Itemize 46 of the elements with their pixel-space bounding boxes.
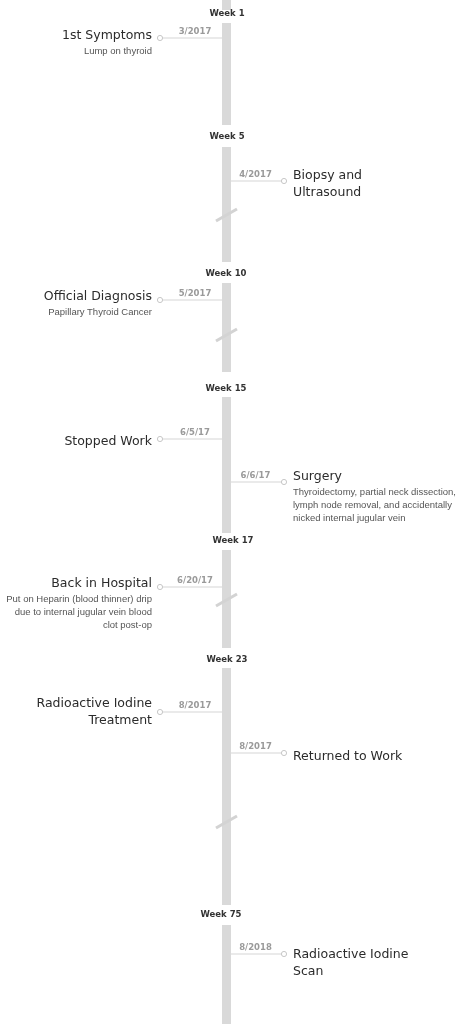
week-label: Week 15: [205, 383, 247, 393]
week-label: Week 5: [209, 131, 245, 141]
timeline-bar-segment: [222, 668, 231, 905]
event-description: Papillary Thyroid Cancer: [47, 305, 152, 318]
event-title: Back in Hospital: [51, 574, 152, 591]
timeline-bar-segment: [222, 925, 231, 1024]
edge-label: 8/2017: [177, 700, 213, 711]
week-label: Week 17: [212, 535, 254, 545]
event-title: Official Diagnosis: [43, 287, 152, 304]
connector-line: [156, 583, 223, 591]
connector-line: [156, 34, 223, 42]
connector-line: [156, 296, 223, 304]
week-label: Week 10: [205, 268, 247, 278]
week-label: Week 1: [209, 8, 245, 18]
event-title: 1st Symptoms: [61, 26, 152, 43]
event-title: Biopsy and Ultrasound: [293, 166, 364, 200]
connector-line: [230, 478, 288, 486]
timeline-bar-segment: [222, 283, 231, 372]
edge-label: 8/2018: [238, 942, 273, 953]
event-description: Put on Heparin (blood thinner) drip due to internal jugular vein blood clot post-op: [5, 592, 152, 631]
edge-label: 8/2017: [238, 741, 273, 752]
edge-label: 6/20/17: [176, 575, 214, 586]
edge-label: 5/2017: [177, 288, 213, 299]
event-title: Radioactive Iodine Scan: [293, 945, 410, 979]
connector-line: [156, 708, 223, 716]
timeline-bar-segment: [222, 397, 231, 533]
timeline-bar-segment: [222, 23, 231, 125]
event-title: Surgery: [293, 467, 342, 484]
week-label: Week 75: [200, 909, 242, 919]
connector-line: [156, 435, 223, 443]
week-label: Week 23: [206, 654, 248, 664]
edge-label: 6/6/17: [239, 470, 272, 481]
event-description: Lump on thyroid: [82, 44, 152, 57]
event-title: Stopped Work: [64, 432, 152, 449]
edge-label: 3/2017: [177, 26, 213, 37]
timeline-bar-segment: [222, 0, 231, 10]
timeline-bar-segment: [222, 550, 231, 648]
connector-line: [230, 177, 288, 185]
connector-line: [230, 749, 288, 757]
edge-label: 6/5/17: [179, 427, 211, 438]
event-title: Radioactive Iodine Treatment: [35, 694, 152, 728]
connector-line: [230, 950, 288, 958]
edge-label: 4/2017: [238, 169, 273, 180]
event-description: Thyroidectomy, partial neck dissection, lymph node removal, and accidentally nicked internal jugular vein: [293, 485, 457, 524]
timeline-bar-segment: [222, 147, 231, 262]
event-title: Returned to Work: [293, 747, 403, 764]
